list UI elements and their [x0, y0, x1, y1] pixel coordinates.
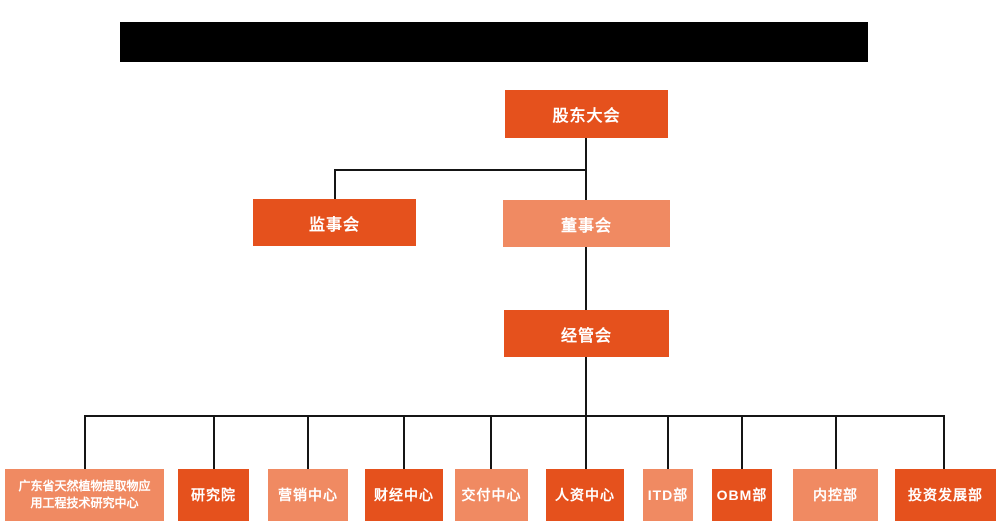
connector-drop-dept-investment — [943, 415, 945, 469]
connector-board-to-management — [585, 247, 587, 310]
org-node-dept-itd: ITD部 — [643, 469, 693, 521]
org-node-dept-marketing-center: 营销中心 — [268, 469, 348, 521]
org-node-management-committee: 经管会 — [504, 310, 669, 357]
connector-drop-dept-research-institute — [213, 415, 215, 469]
connector-drop-dept-research-center — [84, 415, 86, 469]
connector-drop-supervisory — [334, 169, 336, 199]
org-node-dept-hr-center: 人资中心 — [546, 469, 624, 521]
org-node-dept-obm: OBM部 — [712, 469, 772, 521]
connector-departments-horizontal — [84, 415, 945, 417]
org-node-board-of-directors: 董事会 — [503, 200, 670, 247]
org-node-dept-finance-center: 财经中心 — [365, 469, 443, 521]
connector-drop-dept-internal-control — [835, 415, 837, 469]
connector-drop-dept-obm — [741, 415, 743, 469]
connector-drop-dept-finance — [403, 415, 405, 469]
connector-management-to-departments — [585, 357, 587, 469]
org-node-dept-research-center: 广东省天然植物提取物应用工程技术研究中心 — [5, 469, 164, 521]
redacted-title-bar — [120, 22, 868, 62]
org-node-dept-delivery-center: 交付中心 — [455, 469, 528, 521]
org-node-shareholders-meeting: 股东大会 — [505, 90, 668, 138]
connector-level2-horizontal — [334, 169, 587, 171]
org-node-dept-internal-control: 内控部 — [793, 469, 878, 521]
connector-drop-dept-delivery — [490, 415, 492, 469]
org-node-dept-research-institute: 研究院 — [178, 469, 249, 521]
org-node-dept-investment-development: 投资发展部 — [895, 469, 996, 521]
connector-drop-dept-itd — [667, 415, 669, 469]
org-node-supervisory-board: 监事会 — [253, 199, 416, 246]
connector-drop-dept-marketing — [307, 415, 309, 469]
